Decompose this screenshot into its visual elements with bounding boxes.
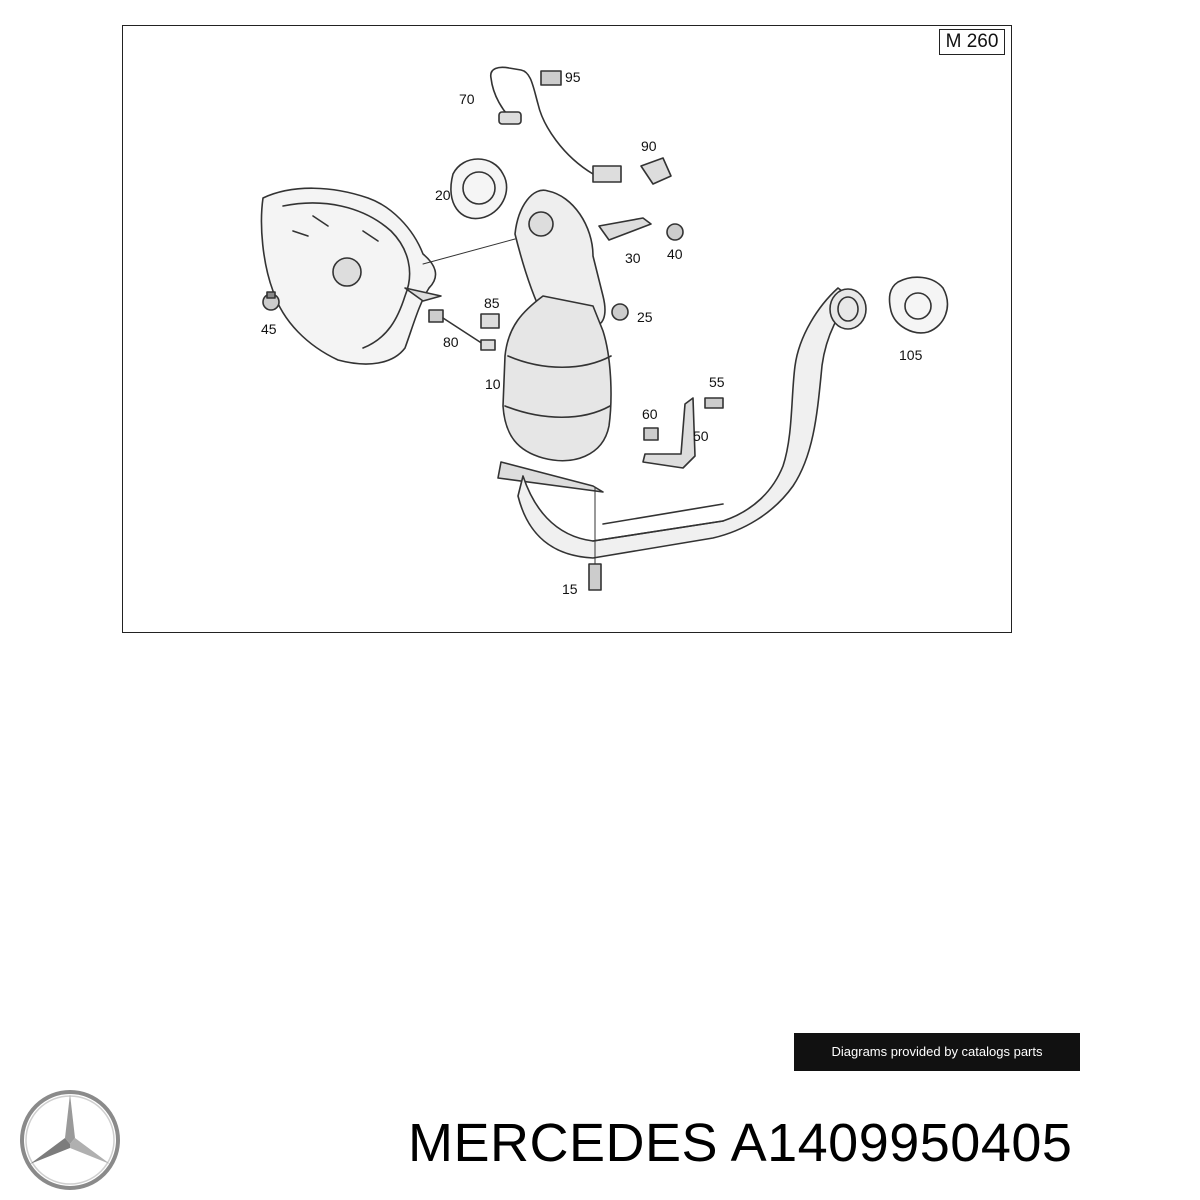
- callout-10: 10: [485, 376, 501, 392]
- callout-60: 60: [642, 406, 658, 422]
- callout-70: 70: [459, 91, 475, 107]
- heat-shield: [260, 187, 516, 365]
- callout-30: 30: [625, 250, 641, 266]
- credit-banner: Diagrams provided by catalogs parts: [794, 1033, 1080, 1071]
- exhaust-parts-drawing: [260, 66, 949, 591]
- nut-40: [666, 223, 684, 241]
- bolt-55: [704, 397, 724, 409]
- mercedes-star-icon: [20, 1090, 120, 1190]
- clip-85: [480, 313, 500, 329]
- diagram-frame: M 260: [122, 25, 1012, 633]
- callout-50: 50: [693, 428, 709, 444]
- nut-25: [611, 303, 629, 321]
- callout-25: 25: [637, 309, 653, 325]
- callout-55: 55: [709, 374, 725, 390]
- callout-85: 85: [484, 295, 500, 311]
- brand-title: MERCEDES A1409950405: [408, 1112, 1072, 1174]
- callout-45: 45: [261, 321, 277, 337]
- exhaust-pipe: [517, 287, 867, 559]
- bolt-15: [588, 487, 602, 591]
- oxygen-sensor-70: [489, 66, 622, 183]
- callout-20: 20: [435, 187, 451, 203]
- catalytic-converter-10: [497, 189, 612, 493]
- brand-name: MERCEDES: [408, 1113, 719, 1173]
- callout-95: 95: [565, 69, 581, 85]
- clip-90: [640, 157, 672, 185]
- callout-105: 105: [899, 347, 923, 363]
- gasket-20: [450, 158, 508, 220]
- sensor-80: [428, 309, 496, 351]
- callout-15: 15: [562, 581, 578, 597]
- callout-80: 80: [443, 334, 459, 350]
- bolt-45: [262, 291, 280, 311]
- diagram-code: M 260: [939, 29, 1005, 55]
- bracket-30: [598, 217, 652, 241]
- callout-90: 90: [641, 138, 657, 154]
- bracket-50: [642, 397, 696, 469]
- gasket-105: [888, 276, 949, 334]
- bolt-60: [643, 427, 659, 441]
- brand-row: MERCEDES A1409950405: [0, 1085, 1200, 1200]
- part-number: A1409950405: [730, 1113, 1073, 1173]
- callout-40: 40: [667, 246, 683, 262]
